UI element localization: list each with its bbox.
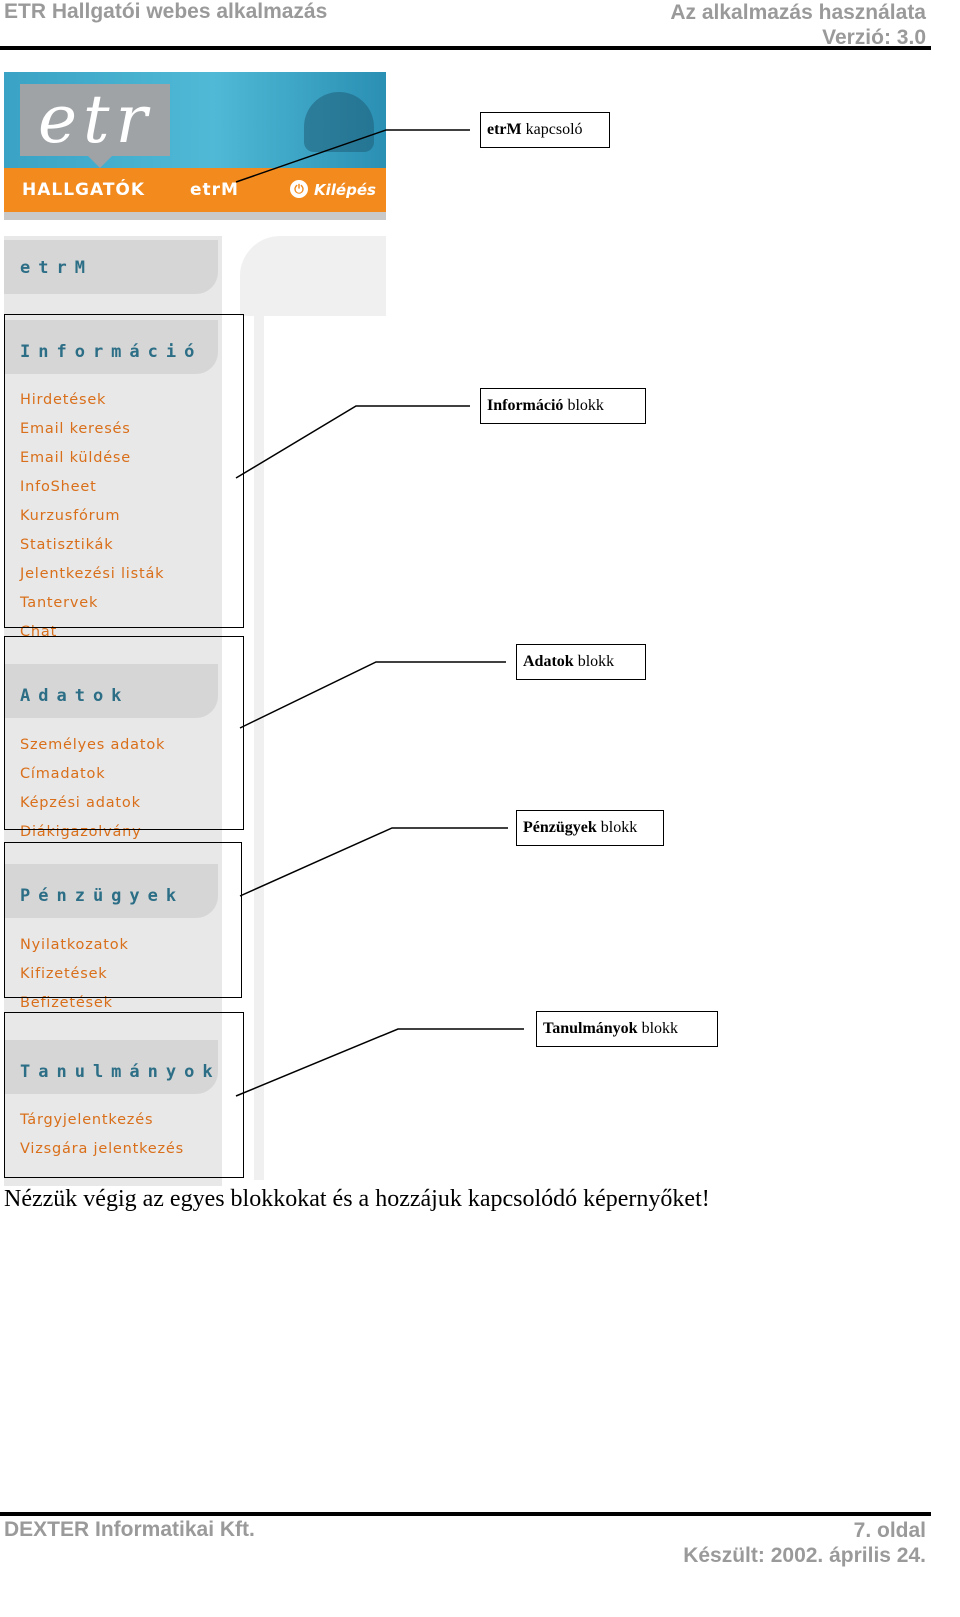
footer-date: Készült: 2002. április 24.	[683, 1544, 926, 1567]
footer-right: 7. oldal Készült: 2002. április 24.	[683, 1518, 926, 1568]
callout-etrm-kapcsolo: etrM kapcsoló	[480, 112, 610, 148]
sidebar-item-tantervek[interactable]: Tantervek	[20, 595, 99, 611]
sidebar-item-email-kuldese[interactable]: Email küldése	[20, 450, 132, 466]
panel-curve	[240, 236, 386, 316]
sidebar-item-cimadatok[interactable]: Címadatok	[20, 766, 106, 782]
body-paragraph: Nézzük végig az egyes blokkokat és a hoz…	[4, 1186, 710, 1212]
sidebar-item-kurzusforum[interactable]: Kurzusfórum	[20, 508, 121, 524]
sidebar-title-adatok[interactable]: Adatok	[20, 686, 130, 706]
sidebar-item-befizetesek[interactable]: Befizetések	[20, 995, 113, 1011]
sidebar-item-hirdetesek[interactable]: Hirdetések	[20, 392, 107, 408]
sidebar-item-kepzesi-adatok[interactable]: Képzési adatok	[20, 795, 141, 811]
header-rule	[0, 46, 931, 50]
sidebar-item-kifizetesek[interactable]: Kifizetések	[20, 966, 108, 982]
sidebar-item-statisztikak[interactable]: Statisztikák	[20, 537, 114, 553]
header-right: Az alkalmazás használata Verzió: 3.0	[670, 0, 926, 50]
panel-border	[254, 290, 264, 1180]
section-header-penzugyek	[4, 864, 218, 918]
highlight-tanulmanyok-block	[4, 1012, 244, 1178]
footer-page-number: 7. oldal	[853, 1519, 926, 1542]
etr-banner: etr HALLGATÓK etrM ⏻ Kilépés	[4, 72, 386, 220]
footer-company: DEXTER Informatikai Kft.	[4, 1518, 255, 1541]
sidebar-title-tanulmanyok[interactable]: Tanulmányok	[20, 1062, 221, 1082]
section-header-informacio	[4, 320, 218, 374]
highlight-penzugyek-block	[4, 842, 242, 998]
banner-divider	[4, 212, 386, 220]
section-header-adatok	[4, 664, 218, 718]
header-title: ETR Hallgatói webes alkalmazás	[4, 0, 328, 23]
exit-icon[interactable]: ⏻	[290, 180, 308, 198]
section-header-etrm	[4, 240, 218, 294]
sidebar-item-jelentkezesi-listak[interactable]: Jelentkezési listák	[20, 566, 165, 582]
logo-notch	[88, 156, 112, 168]
footer-rule	[0, 1512, 931, 1516]
sidebar-item-email-kereses[interactable]: Email keresés	[20, 421, 131, 437]
sidebar-item-szemelyes-adatok[interactable]: Személyes adatok	[20, 737, 166, 753]
nav-etrm[interactable]: etrM	[190, 180, 239, 200]
callout-informacio-blokk: Információ blokk	[480, 388, 646, 424]
callout-adatok-blokk: Adatok blokk	[516, 644, 646, 680]
logo-background	[20, 84, 170, 156]
banner-navbar	[4, 168, 386, 212]
etr-logo: etr	[38, 81, 154, 158]
header-subtitle: Az alkalmazás használata	[670, 1, 926, 24]
banner-photo	[304, 92, 374, 152]
sidebar-title-informacio[interactable]: Információ	[20, 342, 203, 362]
highlight-informacio-block	[4, 314, 244, 628]
highlight-adatok-block	[4, 636, 244, 830]
callout-tanulmanyok-blokk: Tanulmányok blokk	[536, 1011, 718, 1047]
sidebar-item-vizsgara-jelentkezes[interactable]: Vizsgára jelentkezés	[20, 1141, 185, 1157]
sidebar-title-etrm[interactable]: etrM	[20, 258, 93, 278]
header-version: Verzió: 3.0	[822, 26, 926, 49]
exit-button[interactable]: Kilépés	[314, 181, 376, 199]
sidebar-title-penzugyek[interactable]: Pénzügyek	[20, 886, 185, 906]
sidebar-item-diakigazolvany[interactable]: Diákigazolvány	[20, 824, 142, 840]
section-header-tanulmanyok	[4, 1040, 218, 1094]
sidebar-item-nyilatkozatok[interactable]: Nyilatkozatok	[20, 937, 129, 953]
callout-penzugyek-blokk: Pénzügyek blokk	[516, 810, 664, 846]
nav-hallgatok[interactable]: HALLGATÓK	[22, 180, 146, 200]
sidebar-item-infosheet[interactable]: InfoSheet	[20, 479, 97, 495]
sidebar-item-targyjelentkezes[interactable]: Tárgyjelentkezés	[20, 1112, 154, 1128]
